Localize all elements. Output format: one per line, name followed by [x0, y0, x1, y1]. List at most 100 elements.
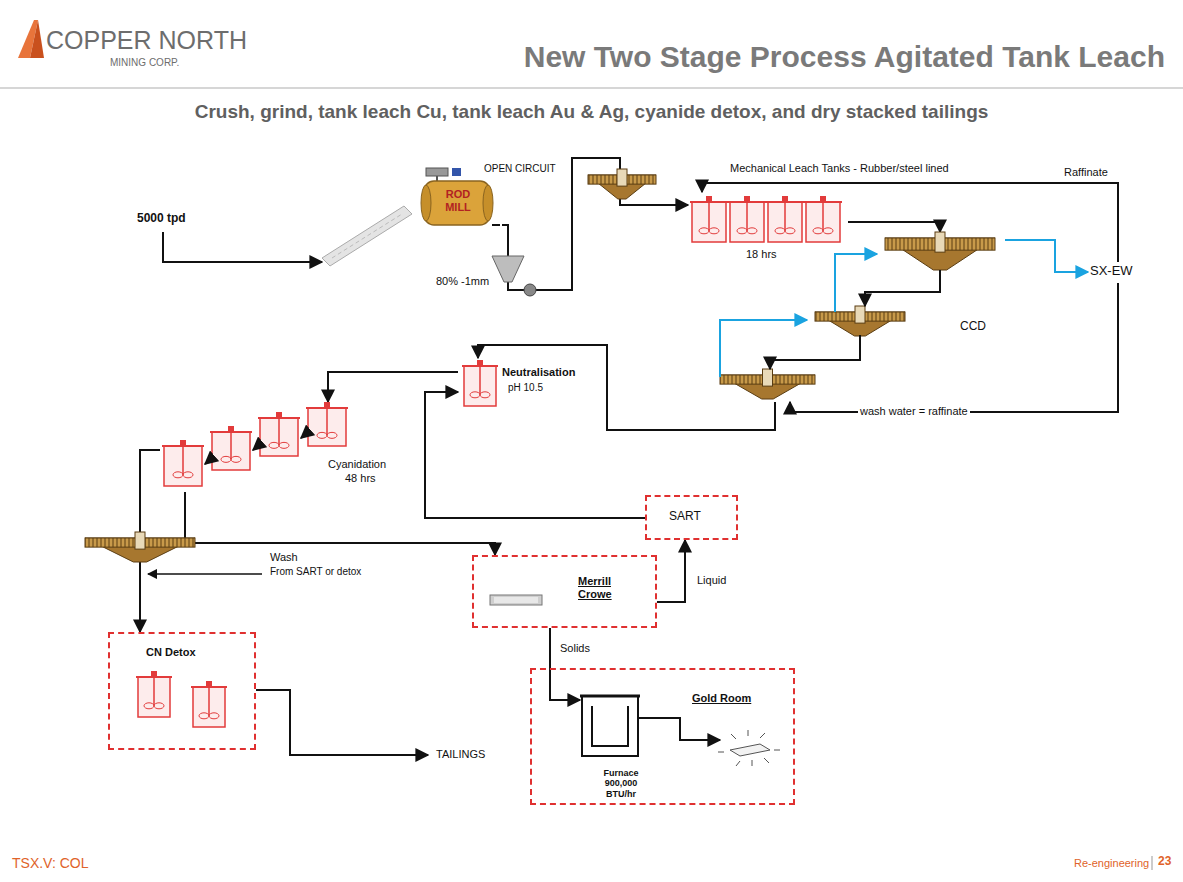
tank	[193, 687, 225, 727]
equipment-node: NeutralisationpH 10.5	[458, 358, 598, 410]
tank	[464, 366, 496, 406]
flow-line	[205, 458, 212, 464]
feedwell	[935, 232, 945, 252]
annotation-label: TSX.V: COL	[12, 855, 89, 871]
conveyor	[322, 206, 412, 266]
agitator-shaft	[153, 676, 155, 706]
edge-label: Solids	[558, 642, 592, 655]
drawing-line	[718, 752, 724, 753]
feedwell	[855, 306, 865, 323]
flow-line	[835, 254, 877, 312]
bullion-arrow	[636, 718, 720, 740]
slurry-line	[790, 283, 1118, 412]
impeller	[327, 432, 337, 438]
annotation-label: COPPER NORTH	[46, 26, 247, 55]
footer-divider	[1152, 856, 1153, 870]
agitator-shaft	[182, 445, 184, 475]
agitator-shaft	[208, 686, 210, 716]
wash-arrow	[148, 573, 262, 575]
node-label: SX-EW	[1090, 264, 1133, 279]
drawing-line	[760, 733, 765, 738]
tank	[730, 202, 764, 242]
edge-label: Liquid	[695, 574, 728, 587]
cyclone	[492, 256, 524, 282]
annotation-label: From SART or detox	[270, 566, 361, 578]
tank	[692, 202, 726, 242]
impeller	[221, 456, 231, 462]
annotation-label: 80% -1mm	[436, 275, 489, 288]
agitator-motor	[782, 196, 788, 201]
impeller	[709, 228, 719, 234]
drawing-line	[752, 760, 753, 766]
impeller	[154, 703, 164, 709]
equipment-drawing	[472, 555, 657, 628]
agitator-motor	[324, 402, 330, 407]
agitator-shaft	[822, 201, 824, 231]
tank	[212, 432, 250, 470]
slurry-line	[478, 345, 775, 430]
drawing-rect	[582, 696, 638, 756]
impeller	[317, 432, 327, 438]
impeller	[144, 703, 154, 709]
agitator-motor	[706, 196, 712, 201]
agitator-shaft	[708, 201, 710, 231]
node-label: CN Detox	[146, 646, 196, 659]
agitator-motor	[228, 426, 234, 431]
equipment-node: Mechanical Leach Tanks - Rubber/steel li…	[688, 192, 848, 266]
node-label: ROD MILL	[440, 188, 476, 213]
drawing-line	[748, 730, 749, 736]
equipment-node: SX-EW	[1088, 262, 1144, 283]
node-label: 48 hrs	[345, 472, 376, 485]
equipment-drawing	[715, 232, 1005, 402]
solution-line	[1005, 240, 1088, 272]
tank	[164, 446, 202, 486]
impeller	[231, 456, 241, 462]
slurry-line	[502, 158, 688, 290]
impeller	[747, 228, 757, 234]
annotation-label: 23	[1158, 855, 1171, 869]
feedwell	[617, 169, 627, 186]
tank	[260, 418, 298, 456]
agitator-shaft	[479, 365, 481, 395]
drawing-rect	[490, 595, 542, 605]
impeller	[279, 442, 289, 448]
drawing-g	[588, 169, 656, 199]
gold-bar	[730, 744, 770, 756]
agitator-motor	[151, 671, 157, 676]
flow-line	[253, 444, 260, 450]
conveyor-belt	[332, 214, 402, 258]
annotation-label: Wash	[270, 551, 298, 564]
node-label: SART	[669, 510, 701, 524]
flow-line	[720, 320, 807, 377]
feed-line	[163, 232, 322, 262]
impeller	[183, 472, 193, 478]
header-rule	[0, 87, 1183, 89]
slurry-line	[425, 392, 645, 518]
node-label: CCD	[960, 320, 986, 334]
flow-line	[770, 335, 860, 369]
drawing-line	[731, 734, 736, 739]
tank	[806, 202, 840, 242]
drawing-line	[774, 750, 780, 751]
slurry-line	[550, 628, 580, 700]
node-label: 18 hrs	[746, 248, 777, 261]
tailings-arrow	[256, 690, 428, 755]
flow-line	[301, 432, 308, 438]
edge-label: Raffinate	[1062, 166, 1110, 179]
node-label: Gold Room	[692, 692, 751, 705]
dashed-unit-box: Merrill Crowe	[472, 555, 657, 628]
logo-mark	[30, 20, 44, 58]
agitator-motor	[477, 360, 483, 365]
annotation-label: Re-engineering	[1074, 857, 1149, 870]
drawing-rect	[424, 181, 490, 225]
equipment-node: Cyanidation48 hrs	[160, 402, 410, 492]
drawing-ellipse	[421, 185, 431, 221]
drawing-path	[592, 706, 628, 746]
impeller	[823, 228, 833, 234]
slurry-line	[848, 222, 940, 232]
gold-bar-rays	[718, 730, 780, 766]
slurry-line	[702, 183, 1118, 262]
impeller	[470, 392, 480, 398]
node-label: Merrill Crowe	[578, 575, 634, 600]
impeller	[785, 228, 795, 234]
